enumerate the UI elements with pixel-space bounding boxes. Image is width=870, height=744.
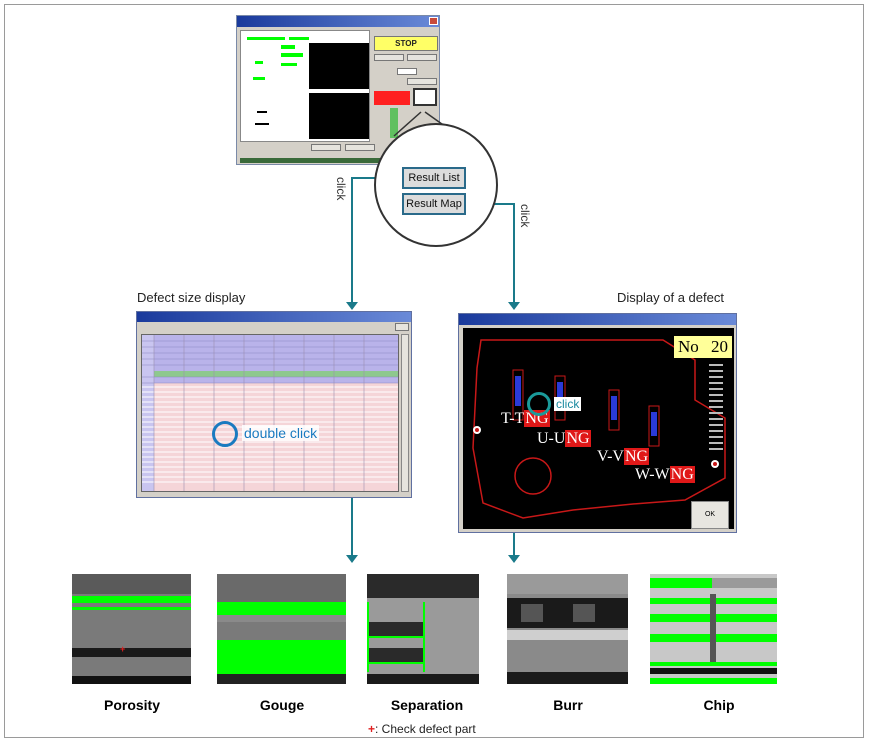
ok-button[interactable]: OK [691,501,729,529]
legend-text: : Check defect part [375,722,476,736]
arrow-head [508,302,520,310]
arrow-head [346,302,358,310]
list-title-bar [137,312,411,322]
result-table[interactable] [141,334,399,492]
photo-porosity: + [72,574,191,684]
inspection-app-window: STOP [236,15,440,165]
part-outline [472,339,726,519]
result-list-window [136,311,412,498]
photo-gouge [217,574,346,684]
label-gouge: Gouge [259,697,305,713]
level-bar [390,108,398,138]
marker [257,111,267,113]
arrow-head [508,555,520,563]
ng-indicator [374,91,410,105]
caption-defect-size-display: Defect size display [137,290,246,305]
check-marker: + [120,644,126,654]
camera-image-top [309,43,369,89]
defect-number-value: 20 [711,337,728,356]
legend: +: Check defect part [368,722,476,736]
defect-number-label: No [678,337,699,356]
result-map-window: No 20 T-TNG U-UNG V-VNG W-WNG OK [458,313,737,533]
green-marker [253,77,265,80]
green-marker [281,45,295,49]
defect-label-u: U-UNG [537,430,591,447]
green-marker [247,37,285,40]
photo-burr [507,574,628,684]
green-marker [255,61,263,64]
click-annotation-right: click [518,204,532,228]
table-scrollbar[interactable] [401,334,409,492]
legend-plus-symbol: + [368,722,376,736]
close-icon[interactable] [429,17,438,25]
camera-view-panel [240,30,370,142]
app-button[interactable] [374,54,404,61]
app-title-bar [237,16,439,27]
click-annotation-map: click [554,397,582,411]
green-marker [281,53,303,57]
magnifier-line [393,111,422,137]
click-annotation-left: click [334,177,348,201]
result-map-button[interactable]: Result Map [402,193,466,215]
label-chip: Chip [703,697,735,713]
result-table-grid [142,335,398,491]
caption-display-of-defect: Display of a defect [617,290,724,305]
double-click-marker [212,421,238,447]
app-field[interactable] [397,68,417,75]
click-marker [527,392,551,416]
camera-image-bottom [309,93,369,139]
double-click-annotation: double click [242,425,320,441]
photo-chip [650,574,777,684]
part-map-canvas[interactable]: No 20 T-TNG U-UNG V-VNG W-WNG [463,328,734,529]
list-ok-button[interactable] [395,323,409,331]
arrow-head [346,555,358,563]
green-marker [281,63,297,66]
result-buttons-highlight [413,88,437,106]
defect-label-w: W-WNG [635,466,695,483]
app-button[interactable] [345,144,375,151]
label-porosity: Porosity [103,697,160,713]
label-separation: Separation [390,697,464,713]
defect-label-v: V-VNG [597,448,650,465]
marker [255,123,269,125]
map-title-bar [459,314,736,325]
status-bar [240,158,436,163]
app-button[interactable] [407,54,437,61]
label-burr: Burr [553,697,583,713]
photo-separation [367,574,479,684]
result-list-button[interactable]: Result List [402,167,466,189]
stop-button[interactable]: STOP [374,36,438,51]
app-button[interactable] [311,144,341,151]
app-button[interactable] [407,78,437,85]
green-marker [289,37,309,40]
defect-number-box: No 20 [674,336,732,358]
